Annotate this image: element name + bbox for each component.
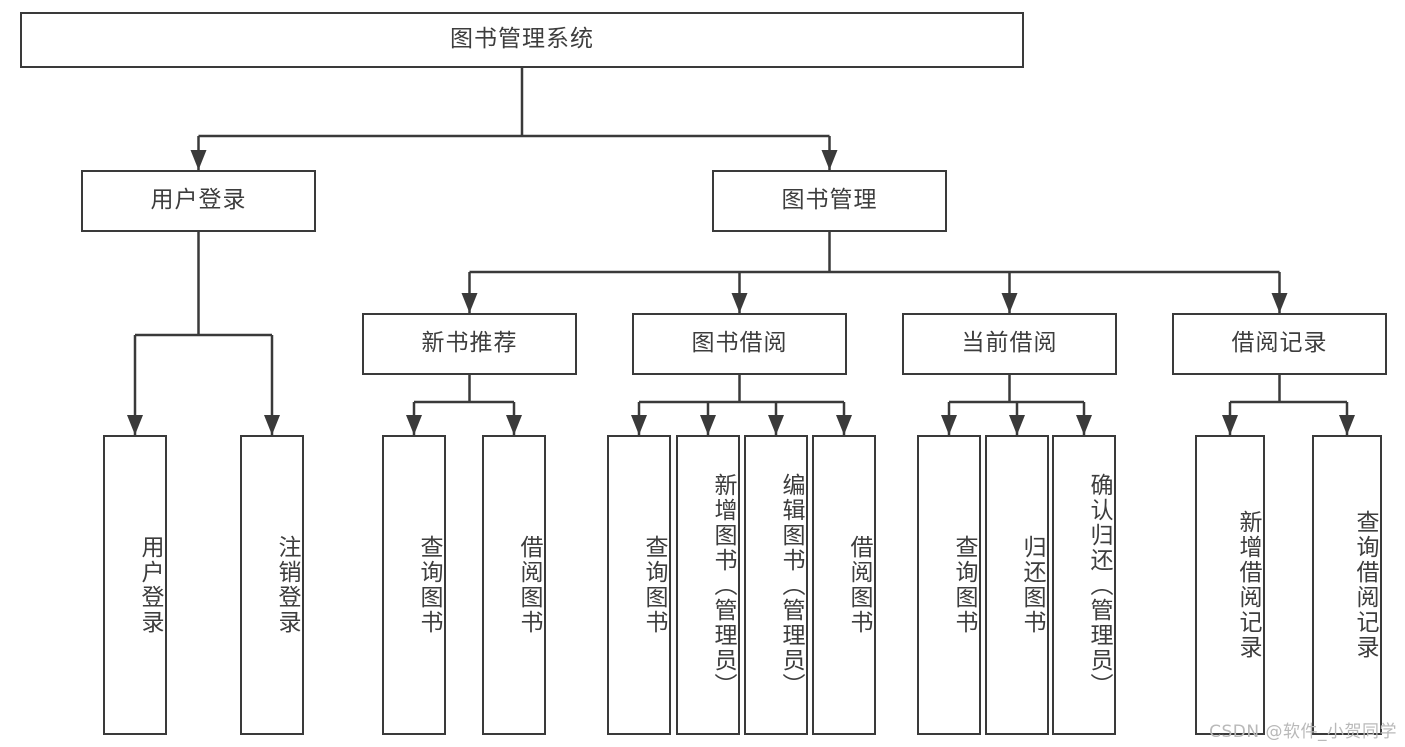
node-leaf-borrow-edit-book-admin[interactable]: 编辑图书（管理员） <box>744 435 808 735</box>
node-label: 借阅图书 <box>846 535 872 635</box>
node-label: 新增借阅记录 <box>1235 510 1261 660</box>
node-label: 查询借阅记录 <box>1352 510 1378 660</box>
node-label: 编辑图书（管理员） <box>778 472 804 698</box>
node-borrowing-record[interactable]: 借阅记录 <box>1172 313 1387 375</box>
node-label: 新书推荐 <box>421 330 518 357</box>
node-label: 借阅记录 <box>1231 330 1328 357</box>
node-book-borrowing[interactable]: 图书借阅 <box>632 313 847 375</box>
node-leaf-current-confirm-return-admin[interactable]: 确认归还（管理员） <box>1052 435 1116 735</box>
node-leaf-borrow-query-book[interactable]: 查询图书 <box>607 435 671 735</box>
node-leaf-current-return-book[interactable]: 归还图书 <box>985 435 1049 735</box>
node-label: 图书管理系统 <box>450 26 594 53</box>
csdn-watermark: CSDN @软件_小贺同学 <box>1209 722 1397 742</box>
node-label: 注销登录 <box>274 535 300 635</box>
node-leaf-user-logout[interactable]: 注销登录 <box>240 435 304 735</box>
node-user-login[interactable]: 用户登录 <box>81 170 316 232</box>
node-leaf-record-query-borrow-record[interactable]: 查询借阅记录 <box>1312 435 1382 735</box>
node-label: 查询图书 <box>416 535 442 635</box>
node-book-management[interactable]: 图书管理 <box>712 170 947 232</box>
node-current-borrowing[interactable]: 当前借阅 <box>902 313 1117 375</box>
node-label: 用户登录 <box>137 535 163 635</box>
node-label: 查询图书 <box>641 535 667 635</box>
node-leaf-record-add-borrow-record[interactable]: 新增借阅记录 <box>1195 435 1265 735</box>
node-label: 用户登录 <box>150 187 247 214</box>
node-leaf-recommend-borrow-book[interactable]: 借阅图书 <box>482 435 546 735</box>
node-label: 图书管理 <box>781 187 878 214</box>
node-leaf-current-query-book[interactable]: 查询图书 <box>917 435 981 735</box>
node-leaf-user-login[interactable]: 用户登录 <box>103 435 167 735</box>
node-leaf-recommend-query-book[interactable]: 查询图书 <box>382 435 446 735</box>
node-label: 图书借阅 <box>691 330 788 357</box>
node-new-book-recommendation[interactable]: 新书推荐 <box>362 313 577 375</box>
node-book-management-system[interactable]: 图书管理系统 <box>20 12 1024 68</box>
node-label: 归还图书 <box>1019 535 1045 635</box>
node-label: 借阅图书 <box>516 535 542 635</box>
node-label: 新增图书（管理员） <box>710 472 736 698</box>
node-label: 确认归还（管理员） <box>1086 472 1112 698</box>
node-leaf-borrow-add-book-admin[interactable]: 新增图书（管理员） <box>676 435 740 735</box>
node-leaf-borrow-borrow-book[interactable]: 借阅图书 <box>812 435 876 735</box>
node-label: 查询图书 <box>951 535 977 635</box>
node-label: 当前借阅 <box>961 330 1058 357</box>
